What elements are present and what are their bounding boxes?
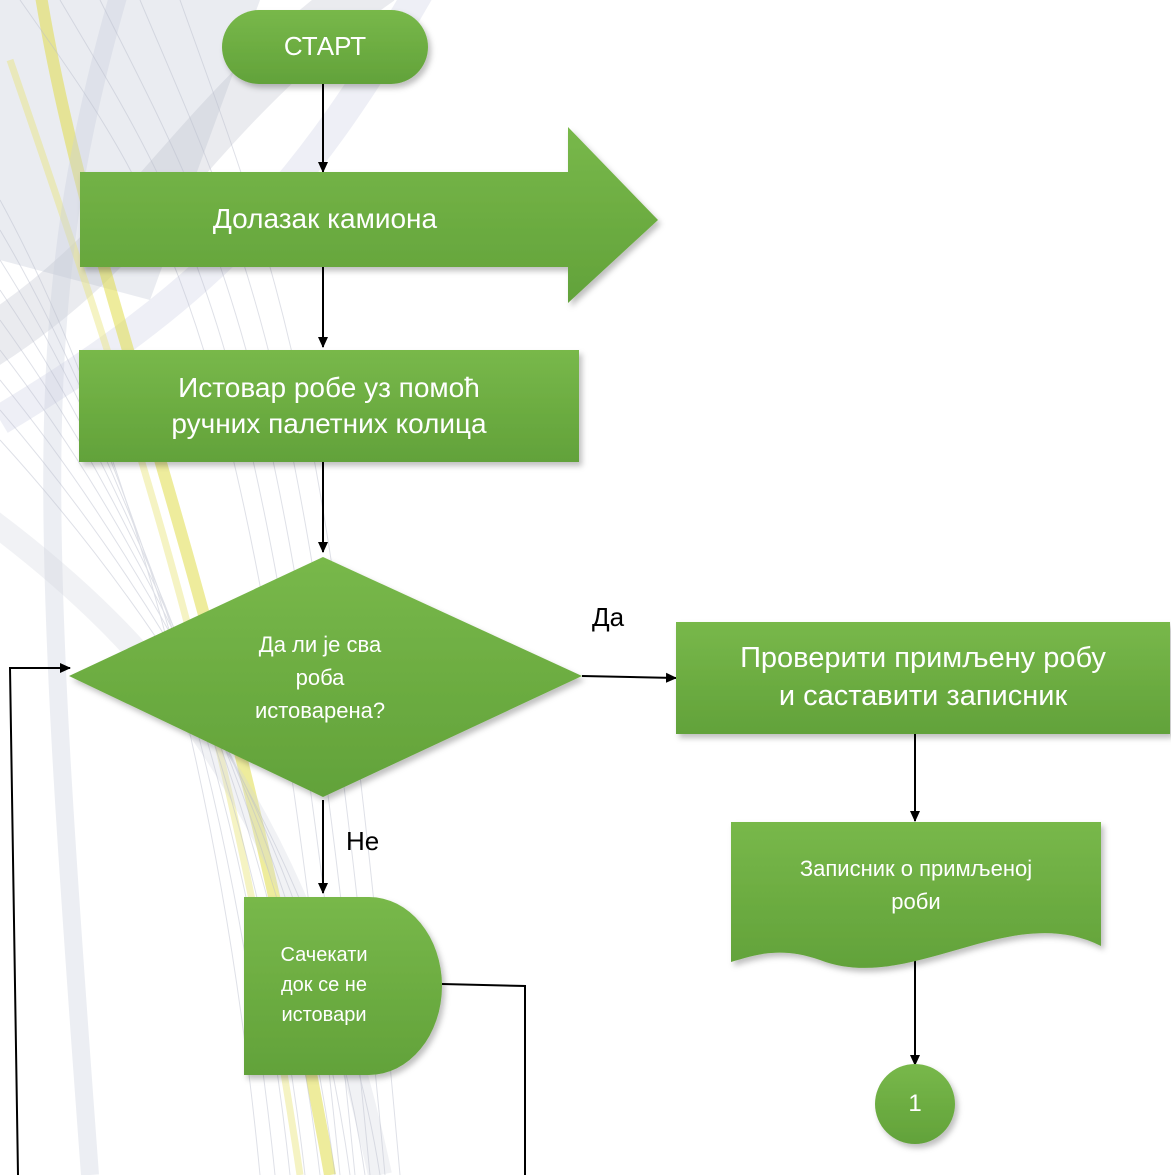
check-label: Проверити примљену робу и саставити запи… bbox=[740, 642, 1106, 712]
yes-edge-label: Да bbox=[592, 602, 625, 632]
wait-delay-node bbox=[244, 897, 442, 1075]
unload-process-node bbox=[79, 350, 579, 462]
document-node bbox=[731, 822, 1101, 968]
decision-diamond-node bbox=[69, 557, 582, 797]
edge-wait-loop-right bbox=[441, 983, 526, 1175]
no-edge-label: Не bbox=[346, 826, 380, 856]
flow-lines bbox=[8, 84, 920, 1175]
decision-label: Да ли је сва роба истоварена? bbox=[254, 632, 386, 723]
truck-arrival-arrow-node bbox=[80, 127, 658, 303]
off-page-connector-node bbox=[875, 1064, 955, 1144]
check-process-node bbox=[676, 622, 1170, 734]
document-label: Записник о примљеној роби bbox=[799, 856, 1033, 914]
start-label: СТАРТ bbox=[283, 31, 367, 62]
connector-label: 1 bbox=[908, 1090, 922, 1118]
edge-decision-to-check bbox=[581, 672, 677, 683]
unload-label: Истовар робе уз помоћ ручних палетних ко… bbox=[171, 371, 487, 439]
truck-arrival-label: Долазак камиона bbox=[212, 203, 438, 235]
edge-loop-back-left bbox=[8, 663, 71, 1175]
start-node bbox=[222, 10, 428, 84]
wait-label: Сачекати док се не истовари bbox=[280, 944, 368, 1026]
